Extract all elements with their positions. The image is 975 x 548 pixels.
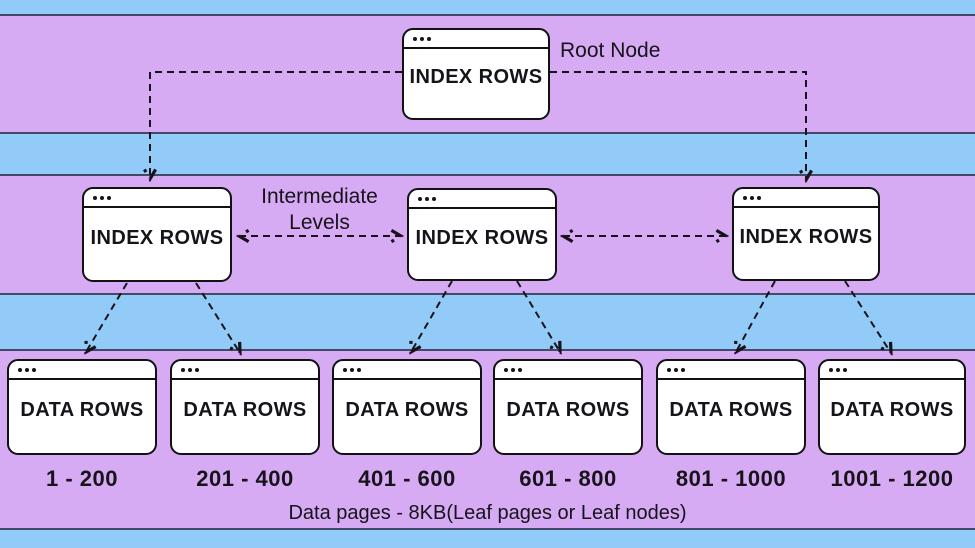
window-dots-icon (743, 195, 761, 200)
range-label-2: 201 - 400 (196, 466, 294, 491)
data-node-label: DATA ROWS (669, 399, 793, 421)
intermediate-levels-annotation: Intermediate Levels (232, 184, 407, 236)
range-label-1: 1 - 200 (46, 466, 118, 491)
data-page-node-2: DATA ROWS (170, 359, 320, 455)
data-page-node-1: DATA ROWS (7, 359, 157, 455)
window-dots-icon (181, 367, 199, 372)
window-dots-icon (504, 367, 522, 372)
arrow-int-mid-to-leaf-4 (516, 280, 560, 352)
window-dots-icon (829, 367, 847, 372)
leaf-level-band (0, 349, 975, 530)
window-dots-icon (418, 196, 436, 201)
arrow-int-right-to-leaf-5 (736, 280, 776, 352)
range-label-3: 401 - 600 (358, 466, 456, 491)
window-dots-icon (18, 367, 36, 372)
intermediate-node-label: INDEX ROWS (739, 226, 873, 248)
arrow-int-left-to-leaf-2 (195, 282, 240, 353)
range-label-4: 601 - 800 (519, 466, 617, 491)
window-dots-icon (413, 36, 431, 41)
window-dots-icon (343, 367, 361, 372)
intermediate-node-label: INDEX ROWS (415, 226, 549, 249)
window-titlebar (404, 30, 548, 49)
data-page-node-4: DATA ROWS (493, 359, 643, 455)
window-titlebar (734, 189, 878, 208)
intermediate-index-node-2: INDEX ROWS (407, 188, 557, 281)
window-titlebar (409, 190, 555, 209)
arrow-root-to-int-left (150, 71, 402, 179)
data-node-label: DATA ROWS (183, 399, 307, 421)
root-index-node: INDEX ROWS (402, 28, 550, 120)
arrow-root-to-int-right (550, 71, 806, 180)
data-page-node-3: DATA ROWS (332, 359, 482, 455)
window-dots-icon (93, 195, 111, 200)
intermediate-node-label: INDEX ROWS (90, 226, 224, 249)
arrow-int-mid-to-leaf-3 (411, 280, 453, 352)
leaf-pages-caption: Data pages - 8KB(Leaf pages or Leaf node… (288, 502, 687, 524)
window-titlebar (820, 361, 964, 380)
data-page-node-6: DATA ROWS (818, 359, 966, 455)
data-node-label: DATA ROWS (20, 399, 144, 421)
window-dots-icon (667, 367, 685, 372)
root-node-label: INDEX ROWS (409, 66, 543, 88)
range-label-6: 1001 - 1200 (830, 466, 954, 491)
annotation-line: Intermediate (261, 185, 378, 208)
window-titlebar (84, 189, 230, 208)
window-titlebar (334, 361, 480, 380)
window-titlebar (658, 361, 804, 380)
arrow-int-right-to-leaf-6 (844, 280, 891, 353)
data-node-label: DATA ROWS (830, 399, 954, 421)
data-page-node-5: DATA ROWS (656, 359, 806, 455)
range-label-5: 801 - 1000 (675, 466, 787, 491)
intermediate-index-node-1: INDEX ROWS (82, 187, 232, 282)
annotation-line: Levels (289, 211, 350, 234)
data-node-label: DATA ROWS (345, 399, 469, 421)
window-titlebar (495, 361, 641, 380)
window-titlebar (172, 361, 318, 380)
data-node-label: DATA ROWS (506, 399, 630, 421)
root-node-annotation: Root Node (560, 39, 661, 62)
arrow-int-left-to-leaf-1 (86, 282, 128, 352)
intermediate-index-node-3: INDEX ROWS (732, 187, 880, 281)
window-titlebar (9, 361, 155, 380)
